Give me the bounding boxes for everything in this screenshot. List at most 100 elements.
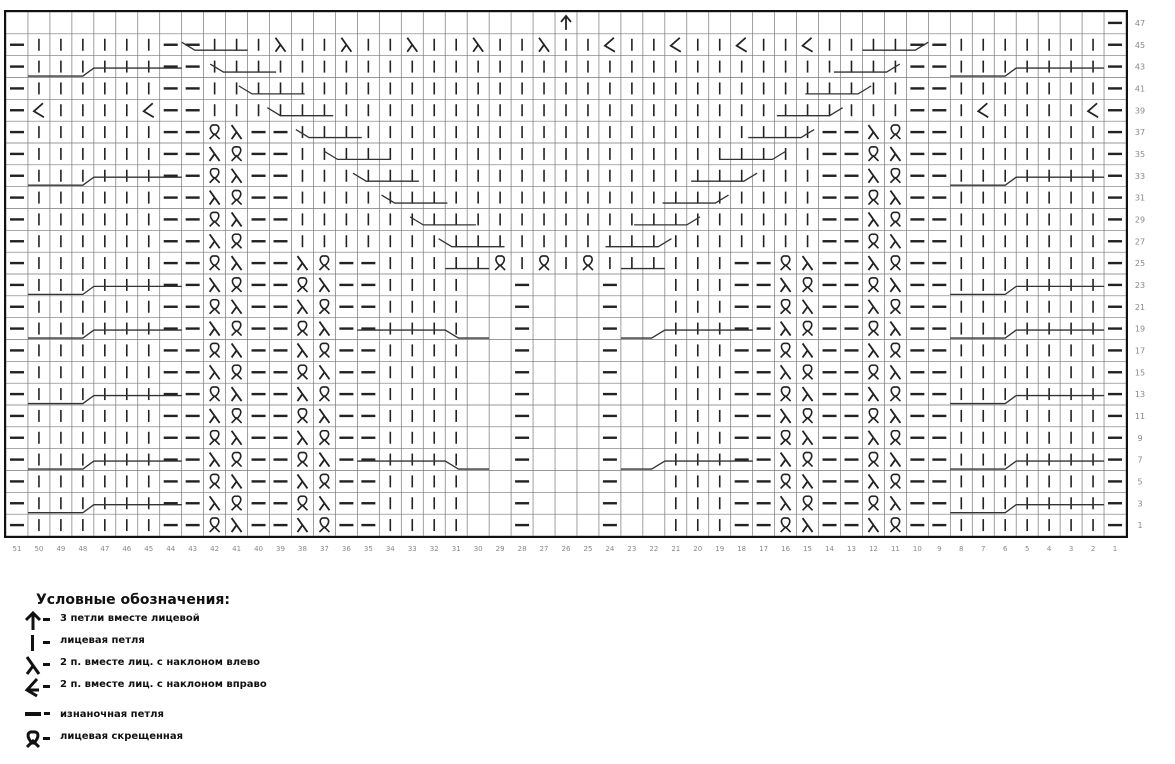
twisted-knit-stitch <box>582 255 594 271</box>
legend-item-knit: лицевая петля <box>22 632 322 654</box>
chart-grid <box>5 11 1127 537</box>
column-number-label: 31 <box>452 545 461 553</box>
twisted-knit-stitch <box>318 473 330 489</box>
column-number-label: 24 <box>605 545 614 553</box>
cable-line <box>352 172 419 182</box>
k2tog-right-icon <box>24 677 50 698</box>
twisted-knit-stitch <box>318 298 330 315</box>
cable-line <box>324 150 391 161</box>
column-number-label: 23 <box>627 545 636 553</box>
twisted-knit-stitch <box>867 189 880 206</box>
cable-line <box>27 176 182 186</box>
k2tog-left-stitch <box>208 321 221 337</box>
twisted-knit-stitch <box>889 429 901 446</box>
k2tog-left-stitch <box>889 408 902 424</box>
twisted-knit-stitch <box>296 495 309 511</box>
cable-line <box>950 460 1105 470</box>
column-number-label: 22 <box>649 545 658 553</box>
k2tog-left-stitch <box>318 495 331 511</box>
cable-line <box>409 216 476 226</box>
twisted-knit-stitch <box>889 473 901 489</box>
twisted-knit-stitch <box>231 146 243 162</box>
column-number-label: 12 <box>869 545 878 553</box>
column-number-label: 51 <box>13 545 22 553</box>
row-number-label: 25 <box>1135 259 1145 268</box>
row-number-labels: 4745434139373533312927252321191715131197… <box>1135 19 1145 530</box>
k2tog-left-stitch <box>230 255 243 271</box>
column-number-label: 10 <box>913 545 922 553</box>
k2tog-left-stitch <box>318 452 331 468</box>
cable-line <box>950 504 1105 514</box>
cable-line <box>620 329 753 339</box>
column-number-label: 18 <box>737 545 746 553</box>
twisted-knit-stitch <box>889 124 901 140</box>
k2tog-left-stitch <box>779 277 792 293</box>
column-number-label: 1 <box>1113 545 1117 553</box>
k2tog-left-stitch <box>296 299 309 315</box>
column-number-label: 40 <box>254 545 263 553</box>
k2tog-left-stitch <box>867 342 880 358</box>
twisted-knit-stitch <box>296 320 309 337</box>
k2tog-left-stitch <box>867 168 880 184</box>
column-number-label: 5 <box>1025 545 1029 553</box>
cable-line <box>662 194 729 204</box>
column-number-label: 6 <box>1003 545 1008 553</box>
k2tog-left-stitch <box>779 321 792 337</box>
twisted-knit-stitch <box>231 233 243 249</box>
k2tog-left-stitch <box>867 473 880 489</box>
cable-line <box>266 107 334 117</box>
k2tog-left-stitch <box>779 408 792 424</box>
k2tog-left-stitch <box>296 342 309 358</box>
k2tog-left-stitch <box>867 517 880 533</box>
twisted-knit-stitch <box>889 255 901 271</box>
column-number-label: 14 <box>825 545 834 553</box>
twisted-knit-stitch <box>889 342 901 358</box>
cable-line <box>862 41 929 51</box>
legend-item-k2tog-left: 2 п. вместе лиц. с наклоном влево <box>22 654 322 676</box>
column-number-label: 26 <box>562 545 571 553</box>
column-number-label: 15 <box>803 545 812 553</box>
column-number-label: 21 <box>671 545 680 553</box>
k2tog-left-stitch <box>801 473 814 489</box>
k2tog-left-stitch <box>406 37 419 53</box>
k2tog-left-stitch <box>867 255 880 271</box>
column-number-label: 47 <box>100 545 109 553</box>
row-number-label: 33 <box>1135 172 1145 181</box>
column-number-label: 34 <box>386 545 395 553</box>
k2tog-left-stitch <box>318 364 331 380</box>
twisted-knit-stitch <box>802 364 814 380</box>
k2tog-right-stitch <box>603 37 616 53</box>
cable-line <box>805 85 872 95</box>
cable-line <box>357 460 490 470</box>
k2tog-left-stitch <box>779 364 792 380</box>
twisted-knit-stitch <box>209 429 221 446</box>
k2tog-left-stitch <box>296 255 309 271</box>
twisted-knit-stitch <box>780 517 792 533</box>
twisted-knit-stitch <box>318 429 330 446</box>
k3tog-arrow-icon <box>24 610 50 630</box>
k2tog-right-stitch <box>735 37 748 53</box>
column-number-label: 43 <box>188 545 197 553</box>
column-number-label: 16 <box>781 545 790 553</box>
twisted-knit-stitch <box>867 495 880 511</box>
k2tog-left-stitch <box>296 430 309 446</box>
column-number-label: 42 <box>210 545 219 553</box>
k2tog-left-stitch <box>318 321 331 337</box>
twisted-knit-stitch <box>867 233 880 249</box>
column-number-label: 39 <box>276 545 285 553</box>
cable-line <box>950 285 1105 296</box>
cable-line <box>950 67 1105 77</box>
k2tog-left-stitch <box>230 124 243 140</box>
twisted-knit-stitch <box>889 167 901 184</box>
row-number-label: 11 <box>1135 412 1145 421</box>
twisted-knit-stitch <box>889 386 901 402</box>
column-number-label: 36 <box>342 545 351 553</box>
twisted-knit-icon <box>25 730 50 749</box>
chart-symbols <box>9 14 1123 533</box>
twisted-knit-stitch <box>494 255 506 271</box>
twisted-knit-stitch <box>231 320 243 337</box>
twisted-knit-stitch <box>209 124 221 140</box>
cable-line <box>181 41 248 51</box>
k2tog-left-stitch <box>296 517 309 533</box>
k2tog-left-stitch <box>296 473 309 489</box>
